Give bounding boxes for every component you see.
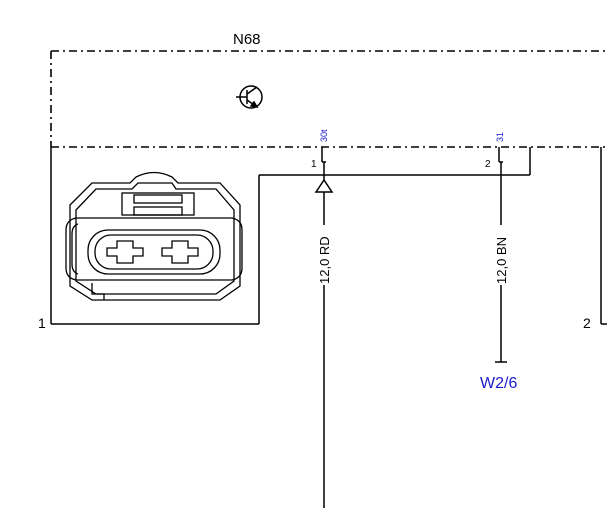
component-title: N68: [233, 31, 261, 48]
connector-housing-icon: [65, 171, 243, 301]
pin-1-terminal-label: 30t: [319, 129, 329, 142]
wire-rd: [314, 162, 334, 508]
transistor-icon: [236, 85, 263, 109]
wire-bn: [495, 162, 507, 363]
reference-link-w2-6[interactable]: W2/6: [480, 375, 517, 392]
pin-2-number: 2: [485, 159, 491, 170]
connector-pin-left: 1: [38, 315, 46, 331]
pin-2-terminal: [498, 147, 503, 163]
pin-1-terminal: [321, 147, 326, 163]
wire-rd-label: 12,0 RD: [317, 236, 332, 284]
connector-pin-right: 2: [583, 315, 591, 331]
connector-wiring: [50, 147, 607, 325]
pin-1-number: 1: [311, 159, 317, 170]
pin-2-terminal-label: 31: [495, 132, 505, 142]
component-boundary: [50, 50, 607, 148]
wire-bn-label: 12,0 BN: [494, 237, 509, 284]
